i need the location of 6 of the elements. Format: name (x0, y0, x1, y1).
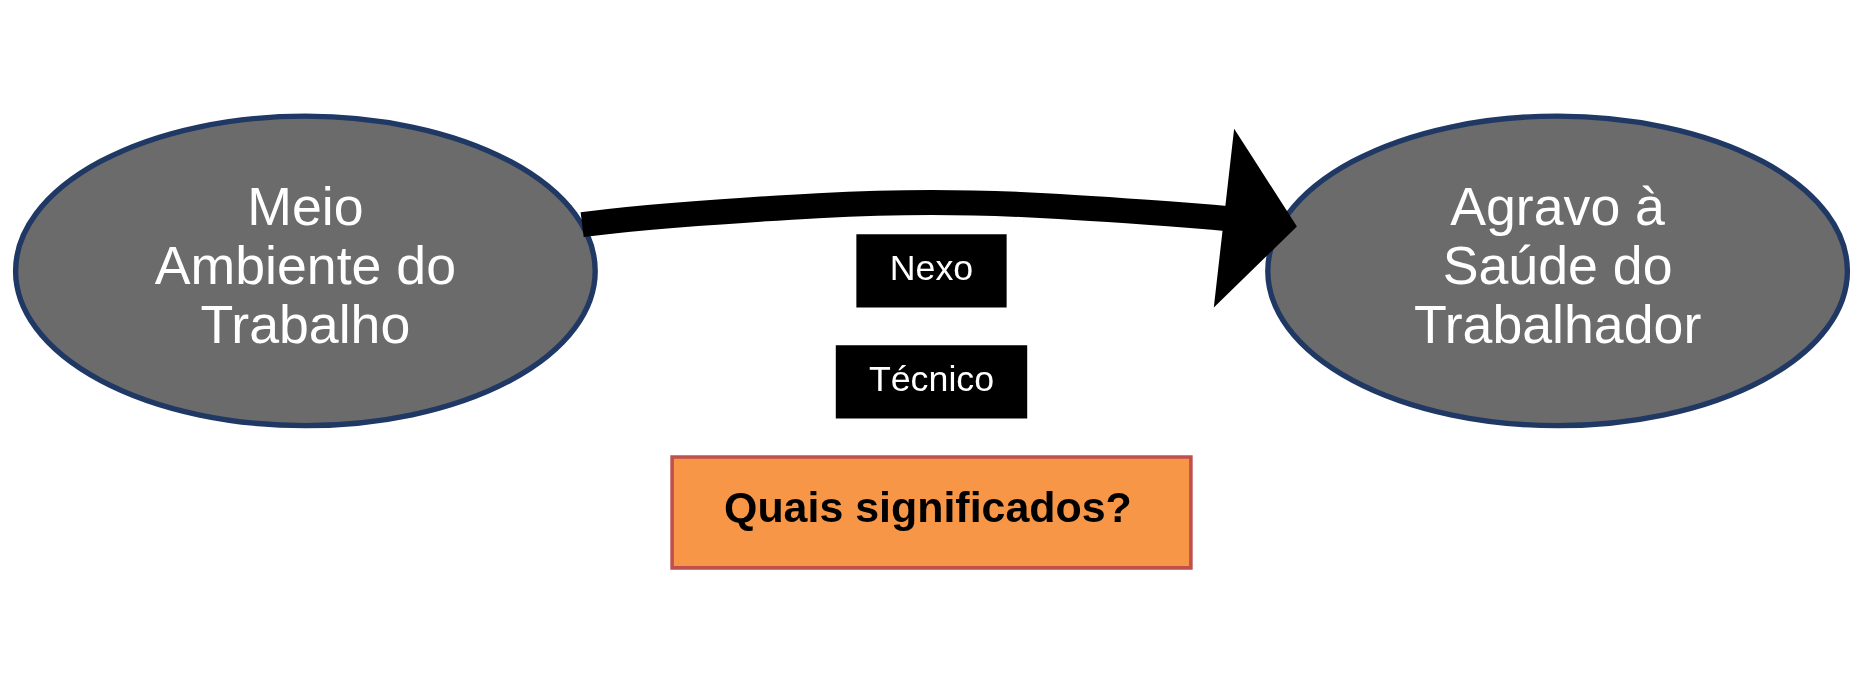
node-ellipse: Agravo à Saúde do Trabalhador (1265, 113, 1851, 429)
arrow (580, 128, 1297, 308)
node-ellipse: Meio Ambiente do Trabalho (12, 113, 598, 429)
node-box: Nexo (856, 234, 1007, 308)
node-box: Quais significados? (670, 455, 1193, 570)
node-box: Técnico (835, 345, 1028, 419)
